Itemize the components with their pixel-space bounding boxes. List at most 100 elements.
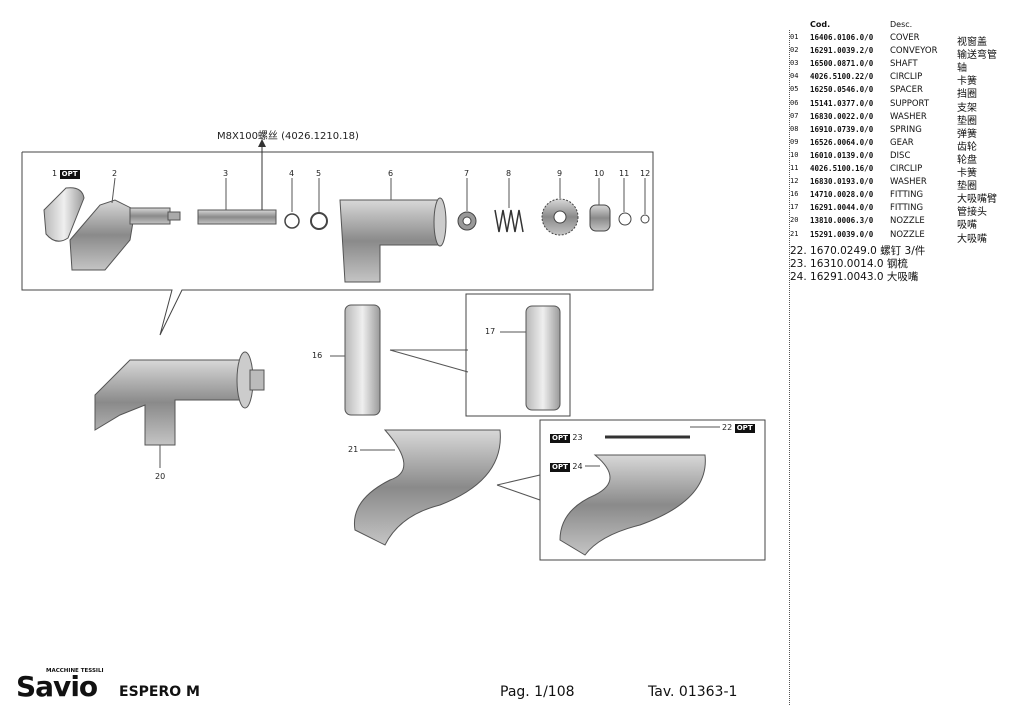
parts-row-cn: 轮盘 <box>957 154 977 166</box>
parts-row-desc: NOZZLE <box>890 229 925 240</box>
bolt-callout: M8X100螺丝 (4026.1210.18) <box>217 131 359 142</box>
parts-row-cn: 吸嘴 <box>957 220 977 232</box>
parts-row-code: 13810.0006.3/0 <box>810 216 874 226</box>
parts-row-idx: 08 <box>790 124 799 133</box>
detail-box-17 <box>465 293 571 417</box>
parts-row-code: 15291.0039.0/0 <box>810 229 874 239</box>
part-4-circlip <box>284 213 300 229</box>
parts-row-cn: 输送弯管 <box>957 50 997 62</box>
callout-23: OPT 23 <box>550 433 583 443</box>
parts-row-code: 16010.0139.0/0 <box>810 150 874 160</box>
parts-row-code: 15141.0377.0/0 <box>810 98 874 108</box>
parts-row-desc: WASHER <box>890 111 927 122</box>
callout-11: 11 <box>619 169 630 178</box>
parts-row-idx: 20 <box>790 216 799 225</box>
table-number: Tav. 01363-1 <box>648 684 738 700</box>
callout-3: 3 <box>223 169 229 178</box>
parts-row-cn: 支架 <box>957 102 977 114</box>
exploded-diagram <box>21 139 766 561</box>
extra-line-22: 22. 1670.0249.0 螺钉 3/件 <box>790 245 926 257</box>
callout-7: 7 <box>464 169 470 178</box>
parts-row-code: 4026.5100.22/0 <box>810 72 874 82</box>
parts-row-cn: 卡簧 <box>957 168 977 179</box>
parts-row-idx: 06 <box>790 98 799 107</box>
brand-name: Savio <box>16 670 98 703</box>
parts-row-code: 16910.0739.0/0 <box>810 124 874 134</box>
part-8-spring <box>494 209 524 233</box>
parts-row-desc: SPACER <box>890 85 923 96</box>
parts-row-idx: 03 <box>790 59 799 68</box>
part-24-big-nozzle <box>559 454 706 556</box>
extra-line-24: 24. 16291.0043.0 大吸嘴 <box>790 271 919 283</box>
part-10-disc <box>589 204 611 232</box>
parts-row-desc: COVER <box>890 33 920 43</box>
parts-row-cn: 大吸嘴臂 <box>957 194 997 206</box>
parts-row-desc: SUPPORT <box>890 98 930 109</box>
header-desc: Desc. <box>890 20 913 29</box>
part-16-fitting <box>330 304 381 416</box>
parts-row-cn: 垫圈 <box>957 115 977 127</box>
parts-row-idx: 21 <box>790 229 799 238</box>
callout-24: OPT 24 <box>550 462 583 472</box>
parts-row-code: 16500.0871.0/0 <box>810 59 874 69</box>
parts-row-idx: 09 <box>790 137 799 146</box>
parts-row-code: 16250.0546.0/0 <box>810 85 874 95</box>
parts-row-desc: CIRCLIP <box>890 72 923 83</box>
parts-row-desc: NOZZLE <box>890 216 925 227</box>
callout-9: 9 <box>557 169 563 178</box>
part-12-washer <box>640 214 650 224</box>
callout-22: 22 OPT <box>722 423 755 433</box>
brand-small: MACCHINE TESSILI <box>46 668 104 674</box>
parts-row-idx: 02 <box>790 46 799 55</box>
parts-row-cn: 轴 <box>957 63 967 75</box>
parts-row-cn: 管接头 <box>957 207 987 219</box>
callout-6: 6 <box>388 169 394 178</box>
parts-row-idx: 12 <box>790 177 799 186</box>
page-number: Pag. 1/108 <box>500 684 575 700</box>
extra-line-23: 23. 16310.0014.0 钢梳 <box>790 258 908 270</box>
parts-row-code: 16830.0193.0/0 <box>810 177 874 187</box>
parts-row-desc: GEAR <box>890 137 914 148</box>
header-code: Cod. <box>810 20 831 29</box>
parts-row-cn: 大吸嘴 <box>957 233 987 245</box>
callout-4: 4 <box>289 169 295 178</box>
callout-17: 17 <box>485 327 496 336</box>
parts-row-code: 14710.0028.0/0 <box>810 190 874 200</box>
parts-row-desc: FITTING <box>890 203 924 214</box>
list-divider <box>789 30 791 705</box>
part-9-gear <box>541 198 579 236</box>
parts-row-cn: 挡圈 <box>957 89 977 101</box>
parts-row-cn: 视窗盖 <box>957 37 987 48</box>
parts-row-idx: 04 <box>790 72 799 81</box>
callout-12: 12 <box>640 169 651 178</box>
parts-row-code: 16291.0039.2/0 <box>810 46 874 56</box>
parts-row-idx: 10 <box>790 150 799 159</box>
parts-row-idx: 17 <box>790 203 799 212</box>
parts-row-idx: 11 <box>790 164 799 172</box>
part-3-shaft <box>197 139 277 225</box>
callout-20: 20 <box>155 472 166 481</box>
callout-1: 1 OPT <box>52 169 80 179</box>
parts-row-idx: 05 <box>790 85 799 94</box>
callout-21: 21 <box>348 445 359 454</box>
parts-row-desc: SHAFT <box>890 59 918 70</box>
detail-box-22-24 <box>539 419 766 561</box>
parts-row-code: 16526.0064.0/0 <box>810 137 874 147</box>
part-1-cover <box>43 187 85 242</box>
callout-10: 10 <box>594 169 605 178</box>
parts-row-desc: CONVEYOR <box>890 46 938 57</box>
parts-row-idx: 16 <box>790 190 799 199</box>
parts-row-cn: 弹簧 <box>957 128 977 140</box>
part-17-fitting <box>500 305 561 411</box>
parts-row-code: 16830.0022.0/0 <box>810 111 874 121</box>
parts-row-code: 4026.5100.16/0 <box>810 164 874 173</box>
model-name: ESPERO M <box>119 684 200 700</box>
parts-row-desc: CIRCLIP <box>890 164 923 174</box>
parts-row-cn: 垫圈 <box>957 181 977 193</box>
parts-row-code: 16291.0044.0/0 <box>810 203 874 213</box>
parts-row-desc: DISC <box>890 150 911 161</box>
part-20-nozzle-assembly <box>94 351 265 468</box>
callout-8: 8 <box>506 169 512 178</box>
parts-row-code: 16406.0106.0/0 <box>810 33 874 42</box>
part-6-support <box>339 197 447 283</box>
